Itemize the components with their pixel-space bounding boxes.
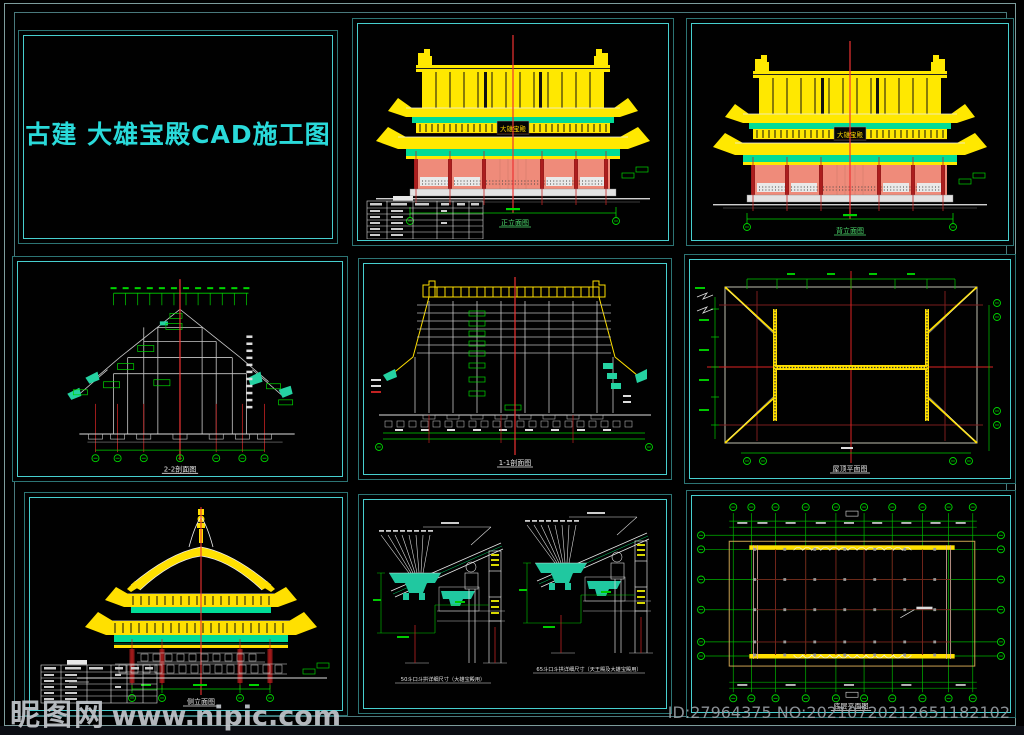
cross-section-panel: 2-2剖面图	[12, 256, 348, 482]
rear-elevation-caption: 背立面图	[836, 226, 864, 235]
floor-plan-drawing: 底层平面图	[697, 503, 1005, 711]
roof-plan-caption: 屋顶平面图	[833, 465, 868, 473]
front-elevation-caption: 正立面图	[501, 218, 529, 227]
side-elevation-drawing: 侧立面图	[40, 507, 330, 707]
hip-ridges	[724, 286, 978, 444]
side-elevation-caption: 侧立面图	[187, 697, 215, 706]
long-section-drawing: 1-1剖面图	[371, 277, 653, 468]
floor-plan-caption: 底层平面图	[833, 701, 868, 710]
rear-elevation-panel: 大雄宝殿 背立面图	[686, 18, 1014, 246]
front-elevation-drawing: 大雄宝殿 正立面图	[366, 25, 667, 239]
cross-section-caption: 2-2剖面图	[164, 464, 197, 473]
roof-plan-drawing: 屋顶平面图	[695, 271, 1001, 474]
title-panel: 古建 大雄宝殿CAD施工图	[18, 30, 338, 244]
rear-plaque-text: 大雄宝殿	[837, 130, 864, 139]
roof-plan-dims	[711, 278, 990, 454]
roof-plan-panel: 屋顶平面图	[684, 254, 1016, 484]
watermark-site-name: 昵图网	[10, 698, 106, 733]
sheet-title: 古建 大雄宝殿CAD施工图	[25, 120, 331, 149]
bracket-details-panel: 50斗口斗拱详细尺寸（大雄宝殿用） 65斗口斗拱详细尺寸（天王殿及大雄宝殿用）	[358, 494, 672, 714]
balustrade	[115, 652, 287, 675]
roof-outline	[390, 280, 638, 376]
bottom-strip	[0, 726, 1024, 735]
bracket-detail-right-caption: 65斗口斗拱详细尺寸（天王殿及大雄宝殿用）	[536, 665, 641, 673]
watermark-site: 昵图网 www.nipic.com	[10, 690, 341, 734]
side-elevation-panel: 侧立面图	[24, 492, 348, 716]
front-plaque-text: 大雄宝殿	[500, 124, 527, 133]
section-labels	[468, 310, 522, 411]
watermark-stock-id: ID:27964375 NO:20210720212651182102	[667, 703, 1010, 722]
floor-plan-panel: 底层平面图	[686, 490, 1016, 718]
grid-nodes	[753, 547, 951, 657]
section-labels	[72, 312, 294, 406]
watermark-site-url: www.nipic.com	[111, 701, 341, 732]
bracket-detail-left-caption: 50斗口斗拱详细尺寸（大雄宝殿用）	[401, 675, 485, 683]
front-elevation-panel: 大雄宝殿 正立面图	[352, 18, 674, 246]
cross-section-drawing: 2-2剖面图	[67, 279, 295, 474]
floor-plan-grid	[705, 513, 997, 693]
long-section-panel: 1-1剖面图	[358, 258, 672, 480]
long-section-caption: 1-1剖面图	[499, 458, 531, 467]
bracket-details-drawing: 50斗口斗拱详细尺寸（大雄宝殿用） 65斗口斗拱详细尺寸（天王殿及大雄宝殿用）	[372, 511, 654, 684]
rear-elevation-drawing: 大雄宝殿 背立面图	[693, 25, 1007, 236]
